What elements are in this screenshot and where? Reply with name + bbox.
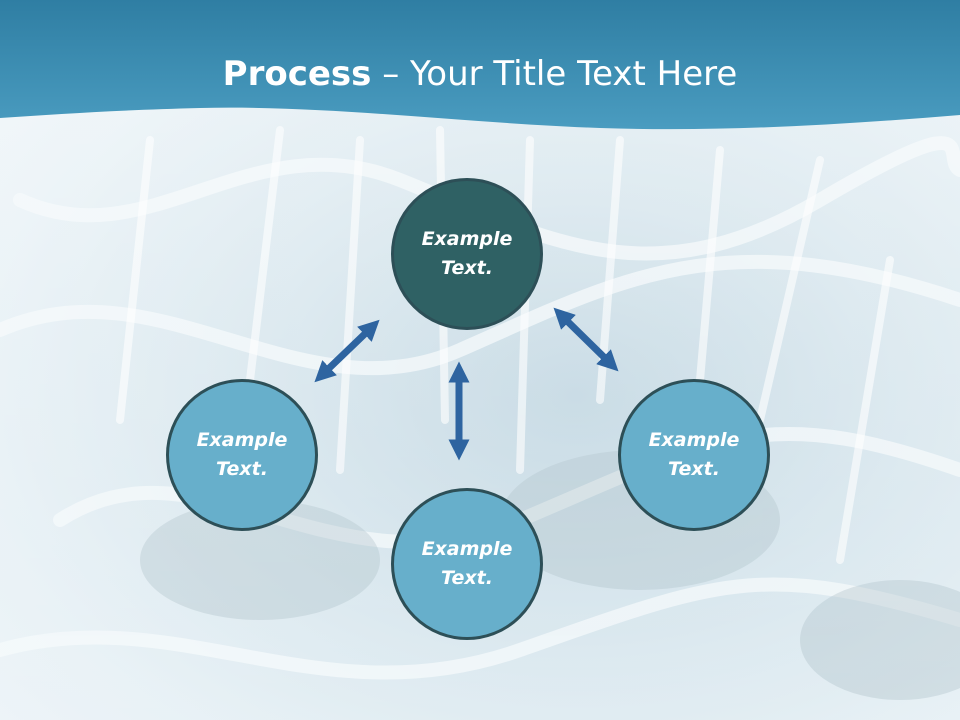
- header-band: [0, 0, 960, 130]
- node-label: Example Text.: [421, 538, 513, 589]
- process-node-left[interactable]: Example Text.: [166, 379, 318, 531]
- title-separator: –: [371, 54, 411, 94]
- process-node-top[interactable]: Example Text.: [391, 178, 543, 330]
- node-label: Example Text.: [421, 228, 513, 279]
- process-node-right[interactable]: Example Text.: [618, 379, 770, 531]
- title-bold-part: Process: [222, 54, 372, 94]
- title-rest-part: Your Title Text Here: [410, 54, 738, 94]
- node-label: Example Text.: [196, 429, 288, 480]
- process-node-center[interactable]: Example Text.: [391, 488, 543, 640]
- node-label: Example Text.: [648, 429, 740, 480]
- slide-title: Process – Your Title Text Here: [0, 52, 960, 96]
